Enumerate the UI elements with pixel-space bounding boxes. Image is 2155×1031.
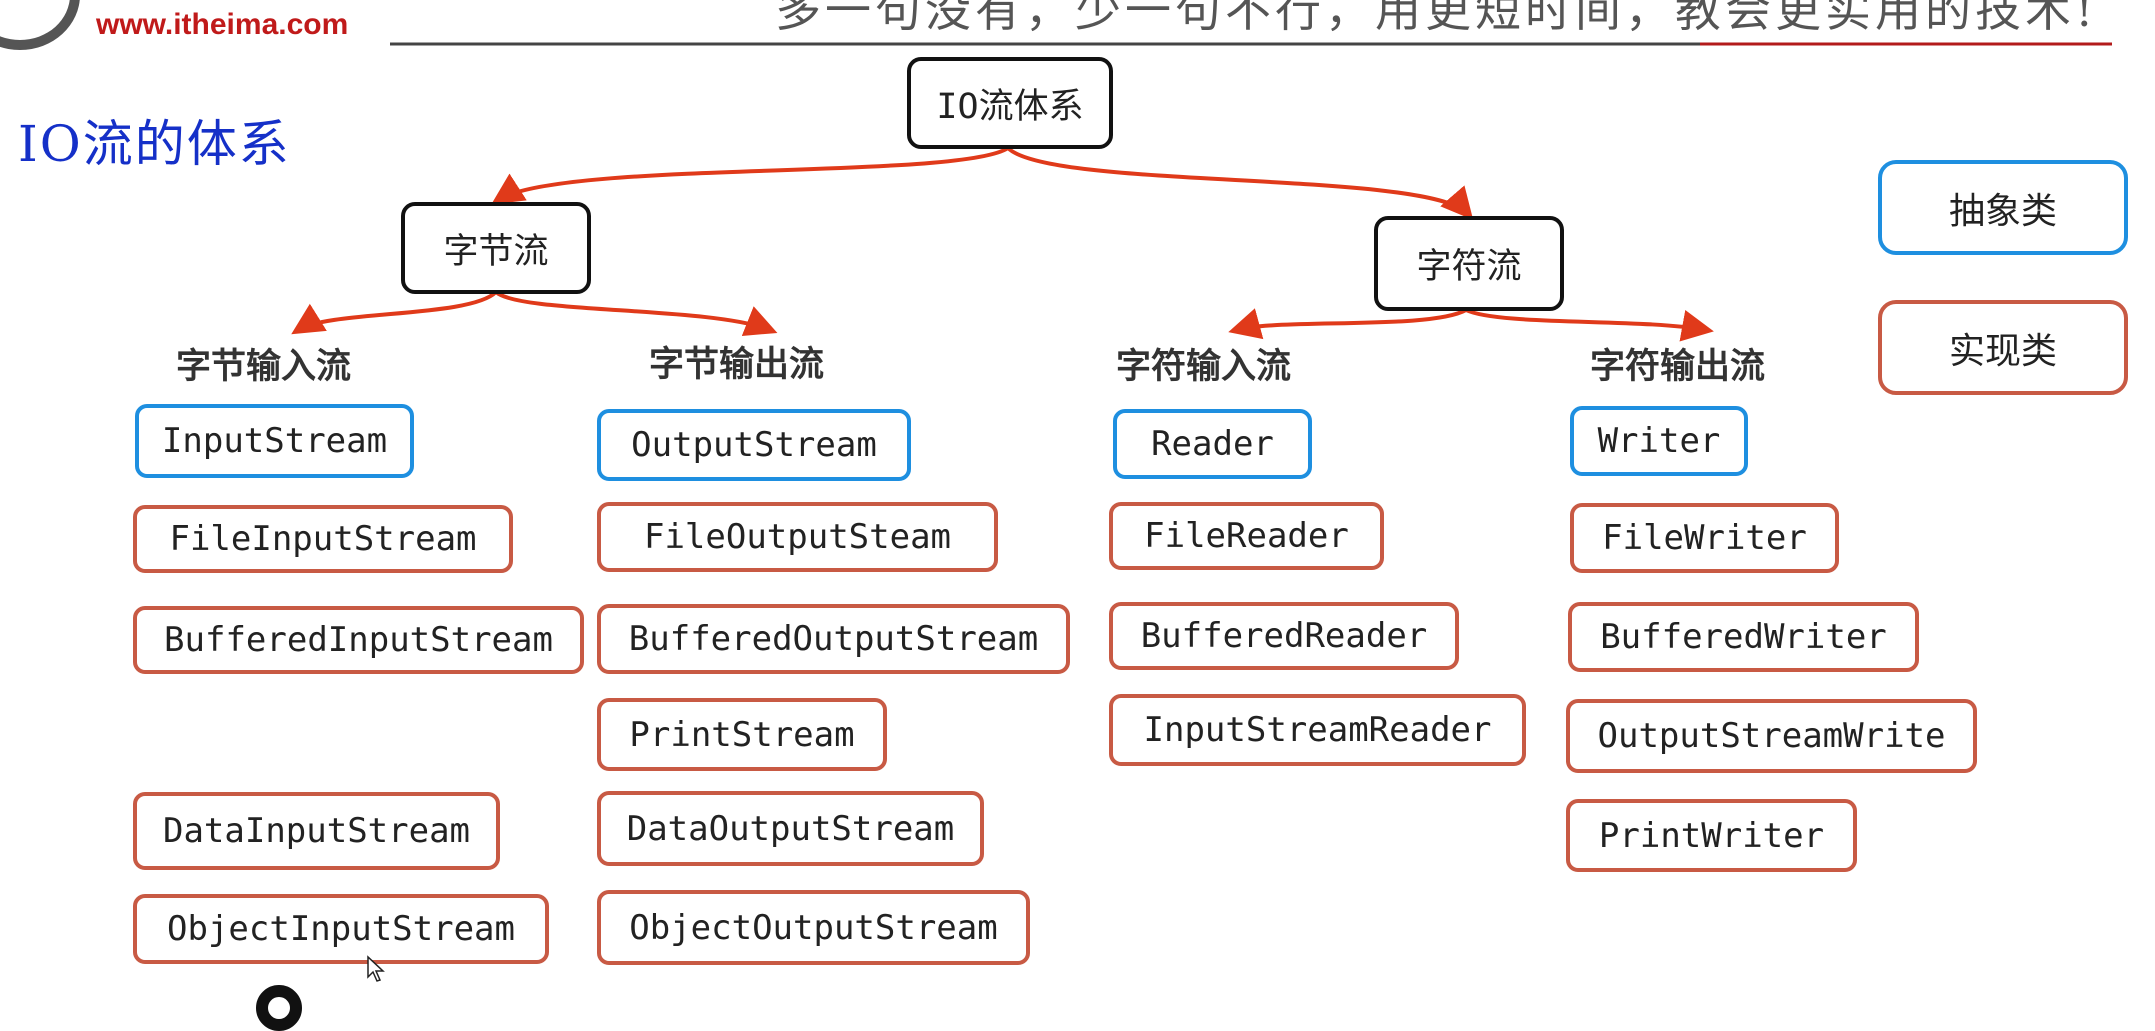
class-bufferedreader: BufferedReader bbox=[1109, 602, 1459, 670]
class-printwriter: PrintWriter bbox=[1566, 799, 1857, 872]
class-fileoutputsteam: FileOutputSteam bbox=[597, 502, 998, 572]
class-outputstreamwrite: OutputStreamWrite bbox=[1566, 699, 1977, 773]
class-inputstreamreader: InputStreamReader bbox=[1109, 694, 1526, 766]
byte-output-label: 字节输出流 bbox=[649, 345, 825, 385]
header-rule bbox=[390, 42, 2112, 46]
class-objectinputstream: ObjectInputStream bbox=[133, 894, 549, 964]
site-url: www.itheima.com bbox=[96, 8, 349, 41]
byte-stream-node: 字节流 bbox=[401, 202, 591, 294]
char-input-label: 字符输入流 bbox=[1116, 347, 1292, 387]
byte-input-label: 字节输入流 bbox=[176, 347, 352, 387]
legend-abstract-class: 抽象类 bbox=[1878, 160, 2128, 255]
class-datainputstream: DataInputStream bbox=[133, 792, 500, 870]
arrow-byte-to-input bbox=[291, 290, 498, 335]
class-objectoutputstream: ObjectOutputStream bbox=[597, 890, 1030, 965]
legend-implementation-class: 实现类 bbox=[1878, 300, 2128, 395]
mouse-cursor-icon bbox=[367, 955, 385, 982]
class-filereader: FileReader bbox=[1109, 502, 1384, 570]
class-bufferedoutputstream: BufferedOutputStream bbox=[597, 604, 1070, 674]
class-reader: Reader bbox=[1113, 409, 1312, 479]
partial-glyph bbox=[256, 985, 302, 1031]
root-node: IO流体系 bbox=[907, 57, 1113, 149]
class-dataoutputstream: DataOutputStream bbox=[597, 791, 984, 866]
arrow-root-to-char bbox=[1006, 146, 1474, 221]
arrow-byte-to-output bbox=[494, 290, 778, 336]
arrow-char-to-input bbox=[1228, 308, 1467, 340]
class-fileinputstream: FileInputStream bbox=[133, 505, 513, 573]
class-writer: Writer bbox=[1570, 406, 1748, 476]
class-inputstream: InputStream bbox=[135, 404, 414, 478]
char-stream-node: 字符流 bbox=[1374, 216, 1564, 311]
class-filewriter: FileWriter bbox=[1570, 503, 1839, 573]
class-printstream: PrintStream bbox=[597, 698, 887, 771]
class-bufferedwriter: BufferedWriter bbox=[1568, 602, 1919, 672]
class-outputstream: OutputStream bbox=[597, 409, 911, 481]
slide-title: IO流的体系 bbox=[18, 115, 291, 173]
arrow-char-to-output bbox=[1465, 308, 1714, 342]
slogan: 多一句没有，少一句不行，用更短时间，教会更实用的技术! bbox=[775, 0, 2098, 37]
char-output-label: 字符输出流 bbox=[1590, 347, 1766, 387]
arrow-root-to-byte bbox=[491, 146, 1010, 205]
class-bufferedinputstream: BufferedInputStream bbox=[133, 606, 584, 674]
